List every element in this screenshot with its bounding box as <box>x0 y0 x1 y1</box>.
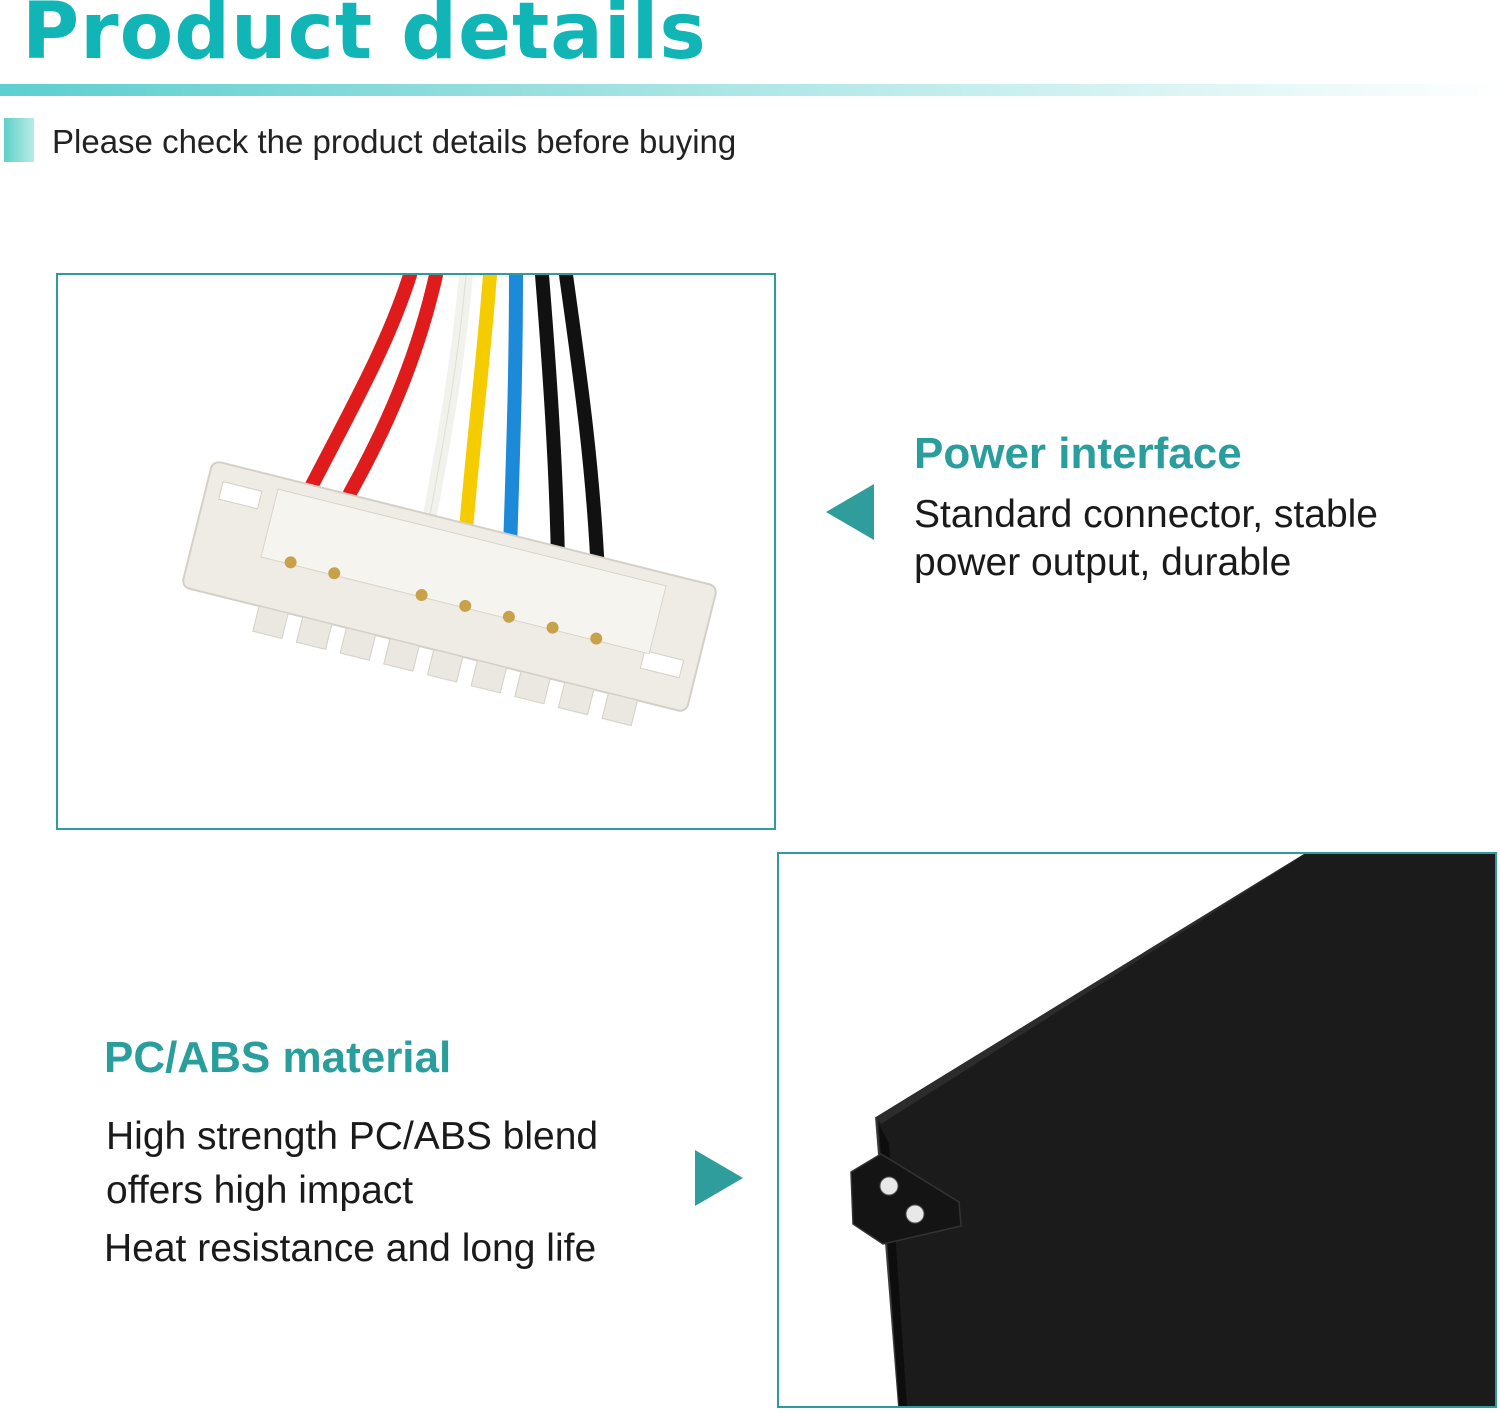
subtitle-accent-bar <box>4 118 34 162</box>
page-title: Product details <box>22 0 707 77</box>
material-heading: PC/ABS material <box>104 1033 452 1082</box>
title-underline <box>0 84 1500 96</box>
triangle-right-icon <box>695 1150 743 1206</box>
battery-image <box>850 854 1495 1406</box>
power-interface-heading: Power interface <box>914 429 1242 478</box>
wire-white <box>423 275 473 522</box>
page-subtitle: Please check the product details before … <box>52 123 737 160</box>
triangle-left-icon <box>826 484 874 540</box>
wire-blue <box>503 275 523 557</box>
material-line-3: Heat resistance and long life <box>104 1227 597 1270</box>
battery-surface <box>876 854 1495 1406</box>
wire-yellow <box>459 275 497 537</box>
wire-black-2 <box>559 275 605 582</box>
power-interface-line-1: Standard connector, stable <box>914 493 1378 536</box>
connector-image-frame <box>56 273 776 830</box>
connector-image <box>182 275 717 727</box>
material-line-1: High strength PC/ABS blend <box>106 1115 599 1158</box>
connector-housing <box>182 461 717 727</box>
mounting-tab <box>850 1153 962 1245</box>
wire-red-2 <box>343 275 443 500</box>
battery-image-frame <box>777 852 1497 1408</box>
material-line-2: offers high impact <box>106 1169 414 1212</box>
wire-red-1 <box>301 275 417 500</box>
power-interface-line-2: power output, durable <box>914 541 1292 584</box>
wire-black-1 <box>535 275 565 567</box>
